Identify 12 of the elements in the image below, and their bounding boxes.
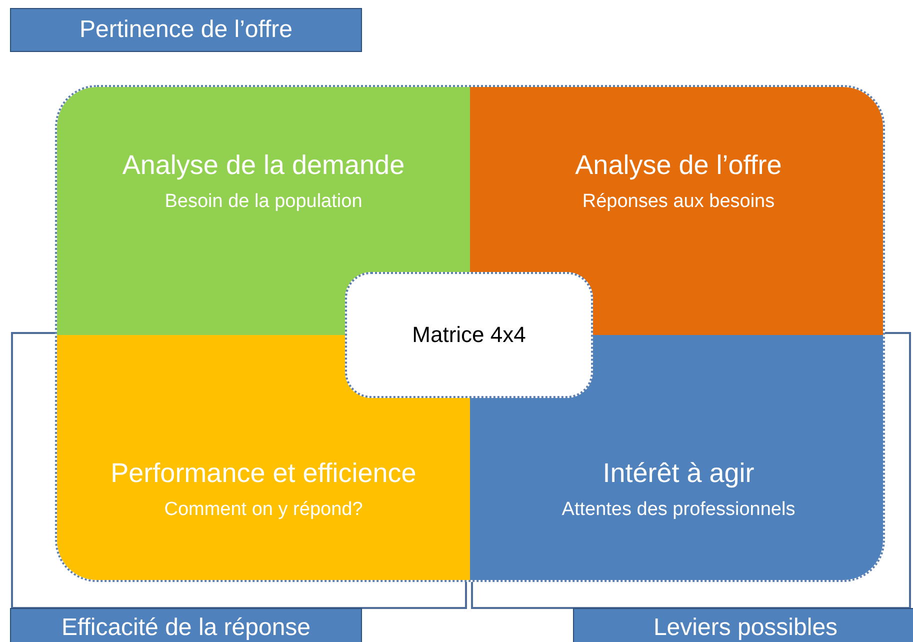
heading-label: Pertinence de l’offre — [10, 8, 362, 52]
quadrant-subtitle: Besoin de la population — [164, 190, 362, 212]
quadrant-title: Intérêt à agir — [602, 458, 754, 489]
quadrant-subtitle: Attentes des professionnels — [562, 499, 796, 521]
heading-label: Leviers possibles — [573, 608, 913, 642]
center-box: Matrice 4x4 — [345, 272, 593, 398]
quadrant-title: Analyse de l’offre — [575, 150, 782, 180]
quadrant-title: Performance et efficience — [110, 458, 416, 489]
quadrant-title: Analyse de la demande — [122, 150, 405, 180]
heading-label: Efficacité de la réponse — [10, 608, 362, 642]
quadrant-subtitle: Comment on y répond? — [164, 499, 363, 521]
quadrant-subtitle: Réponses aux besoins — [582, 190, 775, 212]
